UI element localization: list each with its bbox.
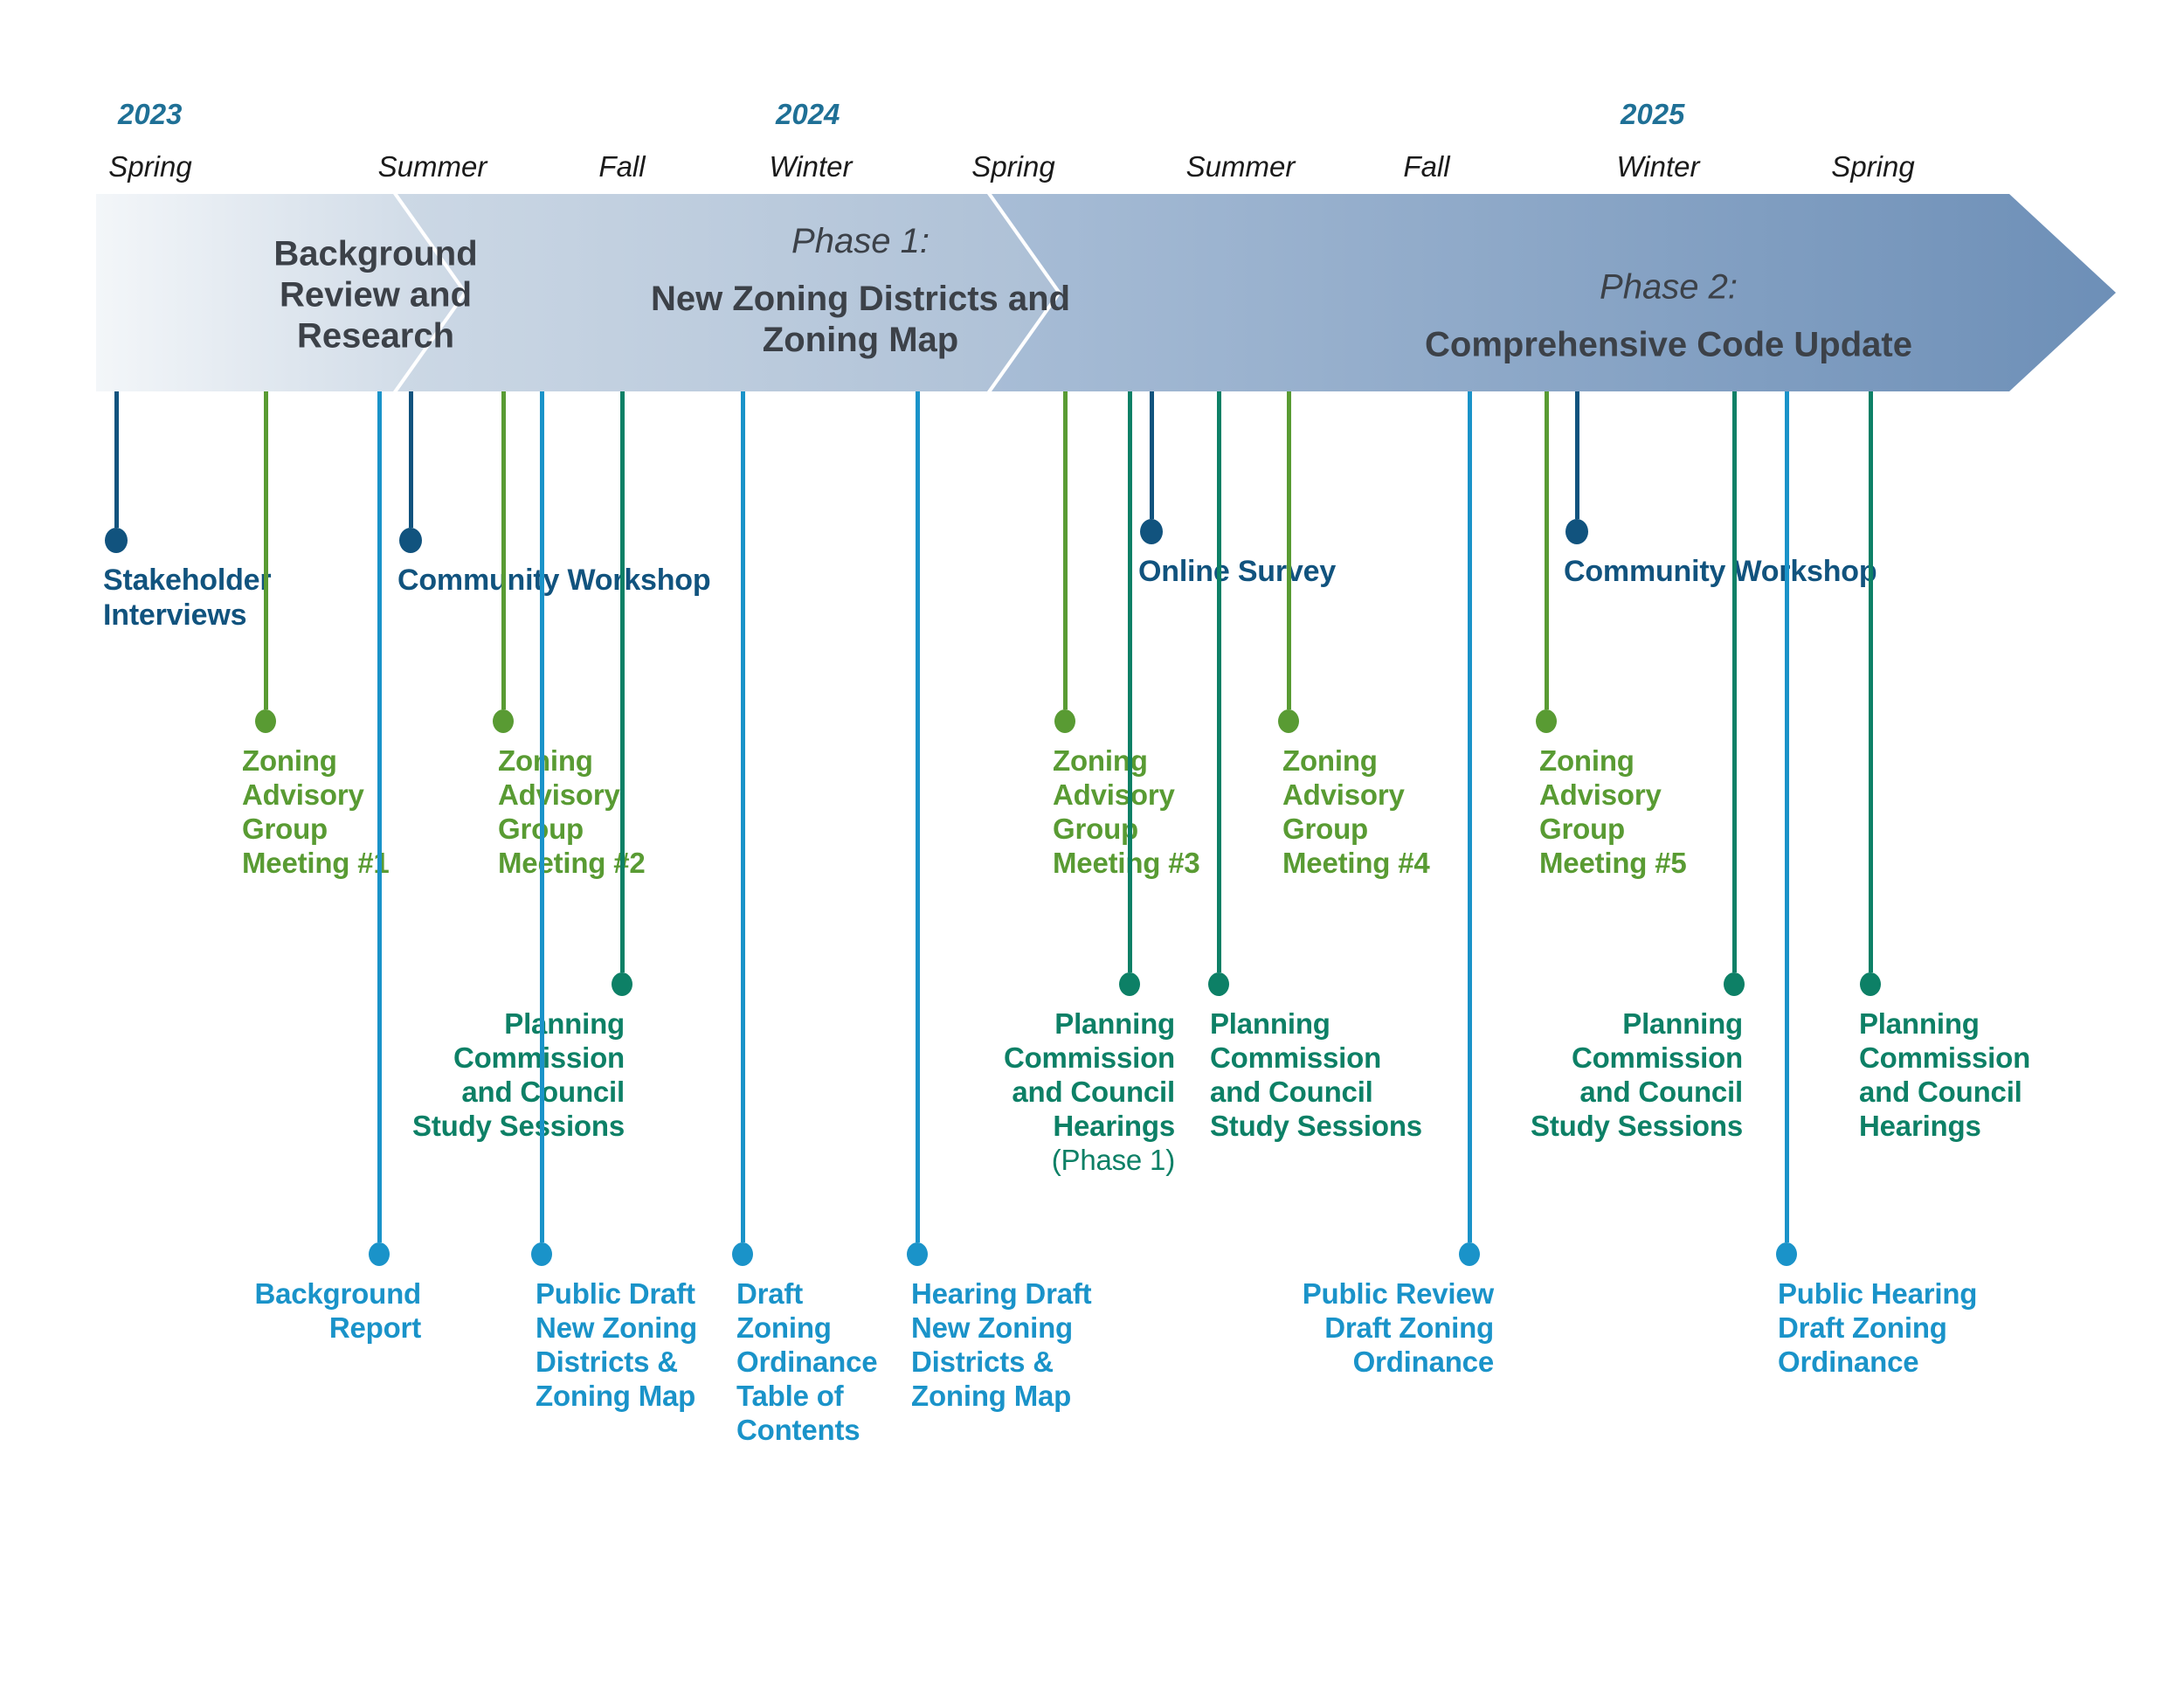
connector-line: [1732, 391, 1737, 972]
milestone-label: Zoning Advisory Group Meeting #2: [498, 744, 646, 879]
milestone-label: Community Workshop: [397, 564, 711, 597]
connector-line: [409, 391, 413, 528]
phase-0-block: Background Review and Research: [192, 217, 559, 373]
milestone-dot: [1119, 972, 1140, 996]
milestone-label: Zoning Advisory Group Meeting #4: [1282, 744, 1430, 879]
season-label-summer-2023: Summer: [377, 150, 487, 183]
milestone-dot: [612, 972, 632, 996]
season-label-spring-2025: Spring: [1831, 150, 1915, 183]
milestone-dot: [1208, 972, 1229, 996]
milestone-dot: [1860, 972, 1881, 996]
milestone-dot: [1776, 1242, 1797, 1266]
connector-line: [1287, 391, 1291, 709]
connector-line: [741, 391, 745, 1242]
phase-banner-shapes: [96, 194, 2116, 391]
phase-1-title: New Zoning Districts and Zoning Map: [650, 279, 1071, 360]
connector-line: [1545, 391, 1549, 709]
milestone-dot: [369, 1242, 390, 1266]
connector-line: [377, 391, 382, 1242]
milestone-dot: [1459, 1242, 1480, 1266]
connector-line: [1217, 391, 1221, 972]
milestone-label: Public Review Draft Zoning Ordinance: [1302, 1277, 1495, 1378]
connector-line: [1575, 391, 1579, 519]
milestone-label: Planning Commission and Council Hearings: [1859, 1007, 2031, 1142]
connector-line: [264, 391, 268, 709]
season-label-spring-2024: Spring: [971, 150, 1055, 183]
connector-line: [1128, 391, 1132, 972]
connector-line: [540, 391, 544, 1242]
milestone-dot: [399, 528, 422, 554]
milestone-dot: [1536, 709, 1557, 733]
milestone-label: Hearing Draft New Zoning Districts & Zon…: [911, 1277, 1092, 1412]
milestone-label: Planning Commission and Council Study Se…: [1210, 1007, 1422, 1142]
milestone-dot: [1565, 519, 1588, 545]
milestone-label: Community Workshop: [1564, 555, 1877, 588]
connector-line: [1063, 391, 1068, 709]
milestone-dot: [531, 1242, 552, 1266]
milestone-dot: [732, 1242, 753, 1266]
phase-1-kicker: Phase 1:: [791, 221, 930, 260]
milestone-note: (Phase 1): [1051, 1143, 1175, 1176]
milestone-dot: [907, 1242, 928, 1266]
milestone-dot: [1724, 972, 1745, 996]
milestone-label: Planning Commission and Council Study Se…: [412, 1007, 625, 1142]
milestone-label: Stakeholder Interviews: [103, 564, 272, 633]
season-label-fall-2024: Fall: [1403, 150, 1450, 183]
phase-0-title: Background Review and Research: [273, 234, 478, 356]
connector-line: [114, 391, 119, 528]
phase-1-block: Phase 1: New Zoning Districts and Zoning…: [529, 204, 1192, 377]
connector-line: [916, 391, 920, 1242]
milestone-label: Zoning Advisory Group Meeting #1: [242, 744, 390, 879]
phase-banner: Background Review and Research Phase 1: …: [96, 194, 2116, 391]
milestone-dot: [105, 528, 128, 554]
milestone-label: Draft Zoning Ordinance Table of Contents: [736, 1277, 878, 1446]
milestone-dot: [1140, 519, 1163, 545]
milestone-dot: [493, 709, 514, 733]
year-label-2024: 2024: [776, 98, 840, 130]
milestone-label: Zoning Advisory Group Meeting #5: [1539, 744, 1687, 879]
season-label-winter-2024: Winter: [769, 150, 853, 183]
milestone-dot: [1278, 709, 1299, 733]
milestone-label: Public Hearing Draft Zoning Ordinance: [1778, 1277, 1978, 1378]
phase-2-kicker: Phase 2:: [1600, 267, 1738, 307]
connector-line: [1869, 391, 1873, 972]
connector-line: [1785, 391, 1789, 1242]
season-label-fall-2023: Fall: [598, 150, 646, 183]
milestone-label: Public Draft New Zoning Districts & Zoni…: [536, 1277, 697, 1412]
milestone-label: Planning Commission and Council Hearings: [1003, 1007, 1175, 1142]
milestone-dot: [1054, 709, 1075, 733]
connector-line: [620, 391, 625, 972]
year-label-2023: 2023: [118, 98, 183, 130]
phase-2-block: Phase 2: Comprehensive Code Update: [1275, 251, 2062, 383]
milestone-label: Planning Commission and Council Study Se…: [1531, 1007, 1743, 1142]
connector-line: [1150, 391, 1154, 519]
phase-2-title: Comprehensive Code Update: [1425, 325, 1912, 364]
milestone-label: Zoning Advisory Group Meeting #3: [1053, 744, 1200, 879]
milestone-label: Online Survey: [1138, 555, 1337, 588]
connector-line: [1468, 391, 1472, 1242]
year-label-2025: 2025: [1621, 98, 1685, 130]
season-label-winter-2025: Winter: [1616, 150, 1700, 183]
milestone-label: Background Report: [254, 1277, 421, 1344]
milestone-dot: [255, 709, 276, 733]
connector-line: [501, 391, 506, 709]
season-label-summer-2024: Summer: [1185, 150, 1296, 183]
season-label-spring-2023: Spring: [108, 150, 192, 183]
